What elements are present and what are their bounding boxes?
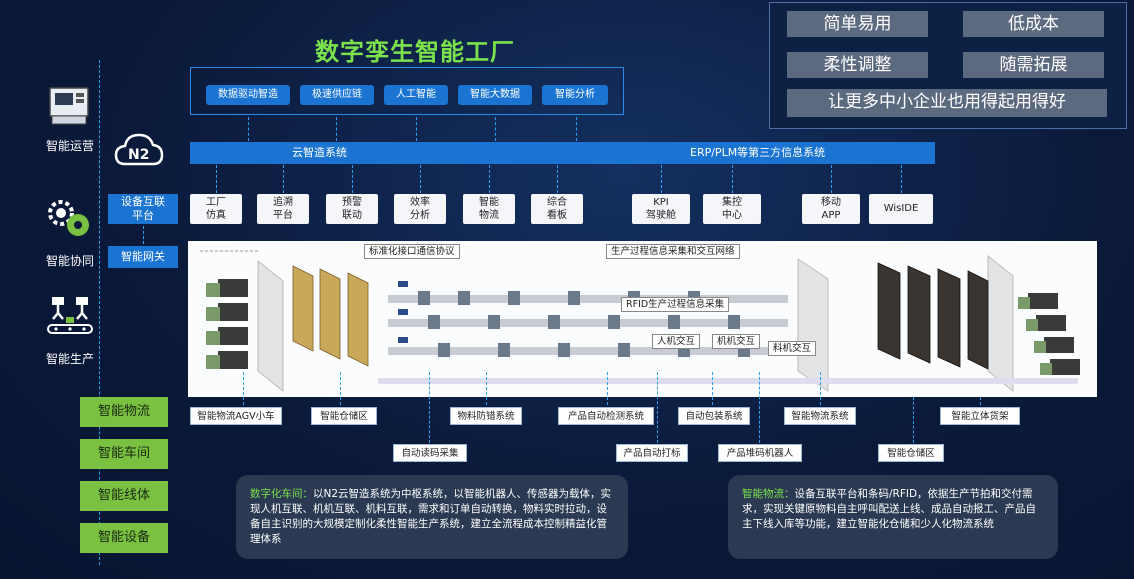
- advantage-scalable: 随需拓展: [963, 52, 1104, 78]
- note-smart-logistics: 智能物流：设备互联平台和条码/RFID，依据生产节拍和交付需求，实现关键原物料自…: [728, 475, 1058, 559]
- callout-m2m: 机机交互: [712, 334, 761, 349]
- advantage-low-cost: 低成本: [963, 11, 1104, 37]
- callout-material: 料机交互: [768, 341, 817, 356]
- robot-arms-icon: [47, 297, 93, 334]
- connector: [495, 117, 496, 141]
- module-efficiency[interactable]: 效率分析: [394, 194, 446, 224]
- callout-network: 生产过程信息采集和交互网络: [606, 244, 740, 259]
- connector: [486, 372, 487, 405]
- connector: [416, 117, 417, 141]
- label-stereo-shelf: 智能立体货架: [940, 407, 1020, 425]
- note-right-body: 设备互联平台和条码/RFID，依据生产节拍和交付需求，实现关键原物料自主呼叫配送…: [742, 488, 1036, 530]
- connector: [712, 372, 713, 405]
- platform-line-1: 设备互联: [121, 195, 165, 208]
- connector: [336, 117, 337, 141]
- label-auto-inspection: 产品自动检测系统: [558, 407, 654, 425]
- third-party-label: ERP/PLM等第三方信息系统: [690, 146, 826, 159]
- factory-floor: [188, 241, 1097, 397]
- note-right-title: 智能物流：: [742, 488, 795, 500]
- label-auto-packaging: 自动包装系统: [678, 407, 750, 425]
- note-digital-workshop: 数字化车间：以N2云智造系统为中枢系统，以智能机器人、传感器为载体，实现人机互联…: [236, 475, 628, 559]
- label-auto-scan: 自动读码采集: [393, 444, 467, 462]
- connector: [243, 372, 244, 405]
- module-logistics[interactable]: 智能物流: [463, 194, 515, 224]
- gears-icon: [48, 200, 89, 236]
- connector: [283, 165, 284, 193]
- connector: [429, 372, 430, 443]
- left-divider: [99, 60, 100, 565]
- module-alert[interactable]: 预警联动: [326, 194, 378, 224]
- connector: [143, 226, 144, 244]
- feature-analysis[interactable]: 智能分析: [542, 85, 608, 105]
- connector: [420, 165, 421, 193]
- label-stacking-robot: 产品堆码机器人: [718, 444, 802, 462]
- feature-big-data[interactable]: 智能大数据: [458, 85, 532, 105]
- connector: [352, 165, 353, 193]
- feature-data-driven[interactable]: 数据驱动智造: [206, 85, 290, 105]
- connector: [576, 117, 577, 141]
- cloud-glyph: N2: [128, 147, 150, 163]
- feature-supply-chain[interactable]: 极速供应链: [300, 85, 374, 105]
- machine-icon: [49, 87, 89, 125]
- callout-rfid: RFID生产过程信息采集: [621, 297, 730, 312]
- note-left-body: 以N2云智造系统为中枢系统，以智能机器人、传感器为载体，实现人机互联、机机互联、…: [250, 488, 612, 545]
- module-dashboard[interactable]: 综合看板: [531, 194, 583, 224]
- module-factory-sim[interactable]: 工厂仿真: [190, 194, 242, 224]
- factory-illustration: [200, 250, 1080, 393]
- connector: [661, 165, 662, 193]
- connector: [248, 117, 249, 141]
- label-warehouse-left: 智能仓储区: [311, 407, 377, 425]
- label-logistics-system: 智能物流系统: [784, 407, 856, 425]
- module-control-center[interactable]: 集控中心: [703, 194, 761, 224]
- connector: [831, 165, 832, 193]
- module-wiside[interactable]: WisIDE: [869, 194, 933, 224]
- connector: [216, 165, 217, 193]
- module-trace[interactable]: 追溯平台: [257, 194, 309, 224]
- feature-ai[interactable]: 人工智能: [384, 85, 448, 105]
- advantage-flexible: 柔性调整: [787, 52, 928, 78]
- connector: [657, 372, 658, 443]
- note-left-title: 数字化车间：: [250, 488, 313, 500]
- cloud-system-bar: [190, 142, 935, 164]
- smart-ops-label: 智能运营: [45, 139, 94, 153]
- callout-protocol: 标准化接口通信协议: [364, 244, 460, 259]
- smart-collab-label: 智能协同: [45, 254, 94, 268]
- label-material-errorproof: 物料防错系统: [450, 407, 522, 425]
- label-warehouse-right: 智能仓储区: [878, 444, 944, 462]
- device-platform-button[interactable]: 设备互联 平台: [108, 194, 178, 224]
- connector: [340, 372, 341, 405]
- level-device[interactable]: 智能设备: [80, 523, 168, 553]
- smart-gateway-button[interactable]: 智能网关: [108, 246, 178, 268]
- page-title: 数字孪生智能工厂: [315, 38, 515, 66]
- smart-prod-label: 智能生产: [45, 352, 94, 366]
- level-line[interactable]: 智能线体: [80, 481, 168, 511]
- connector: [901, 165, 902, 193]
- label-agv: 智能物流AGV小车: [190, 407, 282, 425]
- callout-hmi: 人机交互: [652, 334, 701, 349]
- connector: [913, 397, 914, 443]
- cloud-icon: [114, 133, 164, 166]
- connector: [489, 165, 490, 193]
- connector: [607, 372, 608, 405]
- connector: [980, 397, 981, 405]
- advantage-slogan: 让更多中小企业也用得起用得好: [787, 89, 1107, 117]
- level-workshop[interactable]: 智能车间: [80, 439, 168, 469]
- feature-box: [190, 67, 624, 115]
- label-auto-marking: 产品自动打标: [616, 444, 688, 462]
- advantage-easy: 简单易用: [787, 11, 928, 37]
- connector: [732, 165, 733, 193]
- connector: [820, 372, 821, 405]
- connector: [759, 372, 760, 443]
- platform-line-2: 平台: [132, 209, 154, 222]
- cloud-system-label: 云智造系统: [292, 146, 347, 159]
- level-logistics[interactable]: 智能物流: [80, 397, 168, 427]
- connector: [557, 165, 558, 193]
